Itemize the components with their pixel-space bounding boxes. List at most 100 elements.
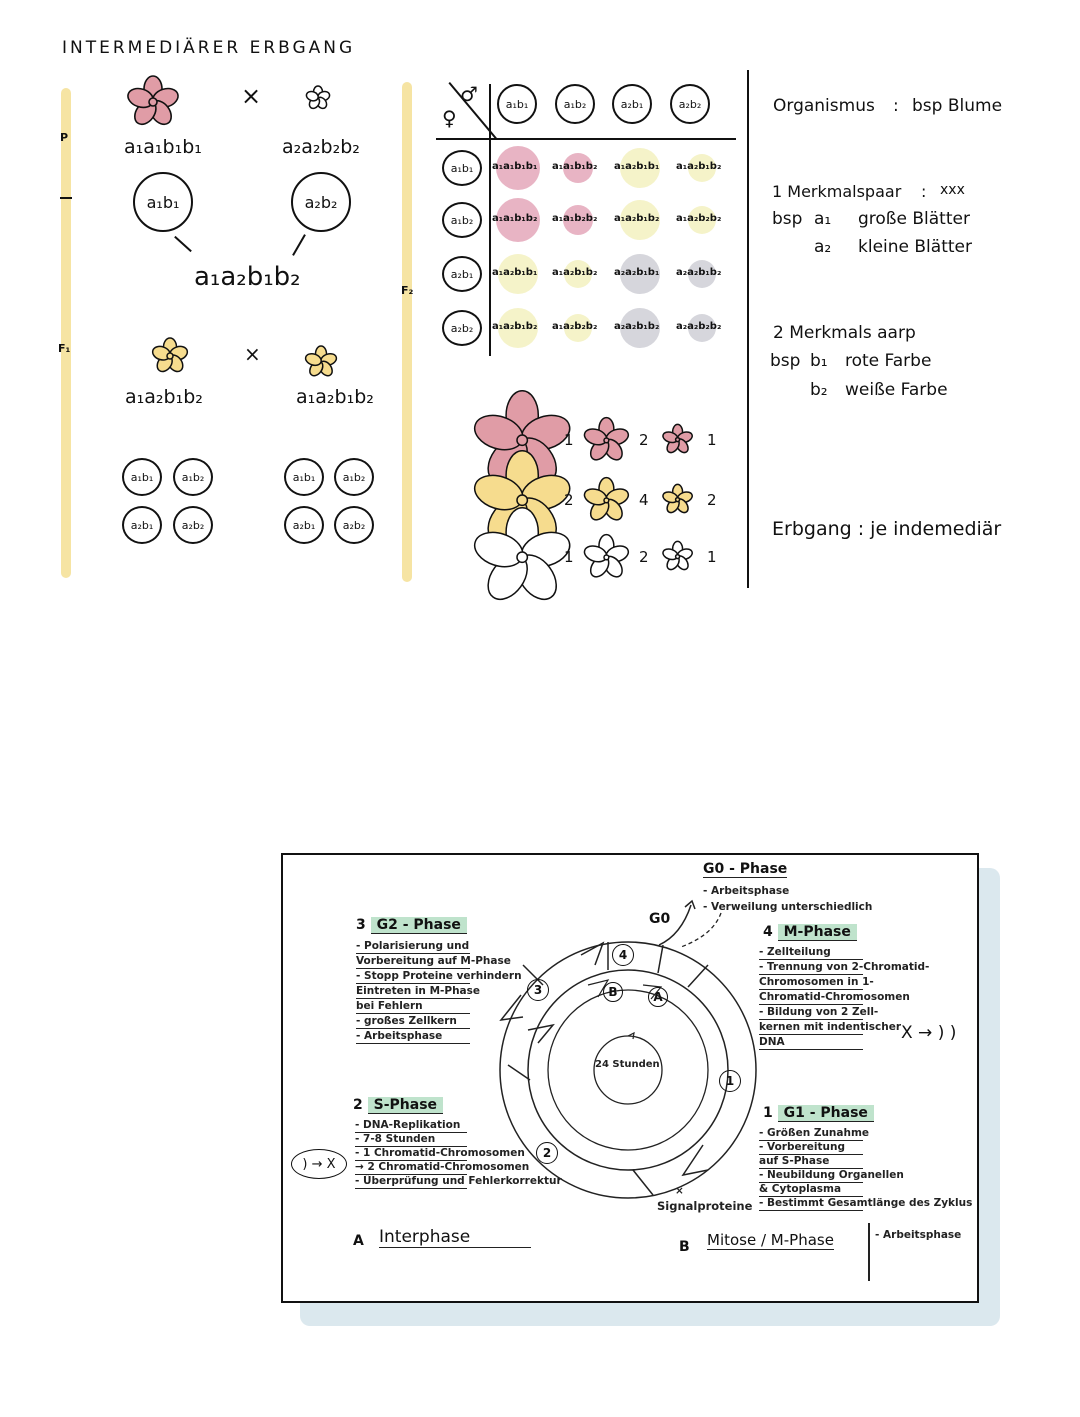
organismus-sep: : xyxy=(893,96,899,116)
cycle-list-item: - DNA-Replikation xyxy=(355,1119,467,1133)
ratio-number: 1 xyxy=(707,431,717,449)
flower-icon xyxy=(662,541,694,571)
pair1-bsp: bsp xyxy=(772,209,803,229)
ratio-number: 2 xyxy=(564,491,574,509)
ratio-number: 4 xyxy=(639,491,649,509)
cycle-list-item: - Trennung von 2-Chromatid- xyxy=(759,961,930,975)
punnett-row-header: a₂b₁ xyxy=(442,256,482,292)
ratio-number: 2 xyxy=(639,548,649,566)
punnett-cell: a₁a₁b₁b₂ xyxy=(552,161,598,172)
gamete-circle: a₁b₂ xyxy=(334,458,374,496)
pair2-b1: b₁ xyxy=(810,351,828,371)
punnett-cell: a₂a₂b₂b₂ xyxy=(676,321,722,332)
f1-parent1-genotype: a₁a₂b₁b₂ xyxy=(125,386,203,408)
g1-block: 1 G1 - Phase xyxy=(763,1105,874,1122)
label-p: P xyxy=(60,131,69,144)
generation-bar-middle xyxy=(402,82,412,582)
punnett-cell-color xyxy=(688,206,716,234)
ratio-number: 2 xyxy=(639,431,649,449)
cycle-list-item: & Cytoplasma xyxy=(759,1183,863,1197)
cycle-list-item: - Arbeitsphase xyxy=(356,1029,470,1044)
cycle-center-label: 24 Stunden xyxy=(595,1059,660,1070)
flower-white-small-icon xyxy=(305,85,331,110)
gamete-circle: a₁b₁ xyxy=(284,458,324,496)
ratio-number: 1 xyxy=(564,431,574,449)
ratio-number: 2 xyxy=(707,491,717,509)
cross-line-right xyxy=(292,234,306,256)
female-symbol: ♀ xyxy=(442,106,457,130)
cycle-list-item: DNA xyxy=(759,1035,863,1050)
pair2-b2: b₂ xyxy=(810,380,828,400)
cycle-list-item: - Größen Zunahme xyxy=(759,1127,870,1141)
punnett-cell-color xyxy=(620,254,660,294)
gamete-circle: a₂b₂ xyxy=(334,506,374,544)
punnett-cell: a₁a₂b₂b₂ xyxy=(552,321,598,332)
cycle-list-item: - Polarisierung und xyxy=(356,940,470,954)
punnett-cell-color xyxy=(498,254,538,294)
cycle-list-item: Eintreten in M-Phase xyxy=(356,985,481,999)
organismus-value: bsp Blume xyxy=(912,96,1003,116)
flower-yellow-icon xyxy=(304,345,338,377)
pair2-bsp: bsp xyxy=(770,351,801,371)
cycle-list-item: bei Fehlern xyxy=(356,999,470,1014)
punnett-cell-color xyxy=(563,153,593,183)
interphase-label: Interphase xyxy=(379,1227,531,1248)
cycle-list-item: - 1 Chromatid-Chromosomen xyxy=(355,1147,525,1161)
ring-number-3: 3 xyxy=(527,979,549,1001)
punnett-cell-color xyxy=(496,146,540,190)
m-side-note: X → ) ) xyxy=(901,1023,957,1043)
m-block: 4 M-Phase xyxy=(763,924,857,941)
punnett-cell-color xyxy=(688,154,716,182)
s-side-note: ) → X xyxy=(291,1149,347,1179)
pair2-b2-text: weiße Farbe xyxy=(845,380,948,400)
cycle-list-item: - Vorbereitung xyxy=(759,1141,863,1155)
punnett-cell: a₁a₂b₁b₁ xyxy=(614,161,660,172)
ring-letter-a: A xyxy=(648,987,668,1007)
flower-icon xyxy=(583,416,629,461)
punnett-horizontal-line xyxy=(436,138,736,140)
flower-red-icon xyxy=(127,75,179,126)
page-title: INTERMEDIÄRER ERBGANG xyxy=(62,38,356,58)
gamete-circle: a₂b₁ xyxy=(284,506,324,544)
g0-item: - Arbeitsphase xyxy=(703,885,790,897)
g0-arrow-label: G0 xyxy=(649,911,671,927)
flower-icon xyxy=(662,424,694,454)
cycle-list-item: → 2 Chromatid-Chromosomen xyxy=(355,1161,530,1175)
label-f2: F₂ xyxy=(401,284,414,297)
cycle-list-item: - Zellteilung xyxy=(759,945,863,960)
punnett-cell: a₁a₂b₁b₂ xyxy=(676,161,722,172)
punnett-cell: a₁a₁b₁b₁ xyxy=(492,161,538,172)
cycle-list-item: - großes Zellkern xyxy=(356,1014,470,1029)
cycle-list-item: - Bestimmt Gesamtlänge des Zyklus xyxy=(759,1197,973,1211)
g1-last-item: - Arbeitsphase xyxy=(875,1229,962,1241)
cycle-list-item: - Überprüfung und Fehlerkorrektur xyxy=(355,1175,562,1189)
punnett-col-header: a₁b₁ xyxy=(497,84,537,124)
m-list: - Zellteilung- Trennung von 2-Chromatid-… xyxy=(759,945,930,1050)
gamete-circle: a₁b₁ xyxy=(133,172,193,232)
punnett-cell-color xyxy=(564,260,592,288)
notes-divider xyxy=(747,70,749,588)
cycle-list-item: kernen mit indentischer xyxy=(759,1021,901,1035)
ring-number-4: 4 xyxy=(612,944,634,966)
punnett-cell-color xyxy=(498,308,538,348)
cross-symbol: × xyxy=(241,82,262,110)
g0-title: G0 - Phase xyxy=(703,861,788,878)
p-parent1-genotype: a₁a₁b₁b₁ xyxy=(124,136,202,158)
punnett-cell-color xyxy=(620,200,660,240)
punnett-cell: a₂a₂b₁b₁ xyxy=(614,267,660,278)
punnett-cell: a₁a₂b₁b₂ xyxy=(492,321,538,332)
punnett-cell-color xyxy=(564,314,592,342)
cycle-list-item: Chromosomen in 1- xyxy=(759,976,874,990)
ratio-number: 1 xyxy=(564,548,574,566)
pair1-a2: a₂ xyxy=(814,237,832,257)
mitose-label: Mitose / M-Phase xyxy=(707,1231,834,1250)
cross-line-left xyxy=(174,235,192,253)
gamete-circle: a₂b₂ xyxy=(291,172,351,232)
pair2-b1-text: rote Farbe xyxy=(845,351,932,371)
gamete-circle: a₁b₁ xyxy=(122,458,162,496)
punnett-cell-color xyxy=(620,308,660,348)
ratio-number: 1 xyxy=(707,548,717,566)
punnett-row-header: a₁b₁ xyxy=(442,150,482,186)
